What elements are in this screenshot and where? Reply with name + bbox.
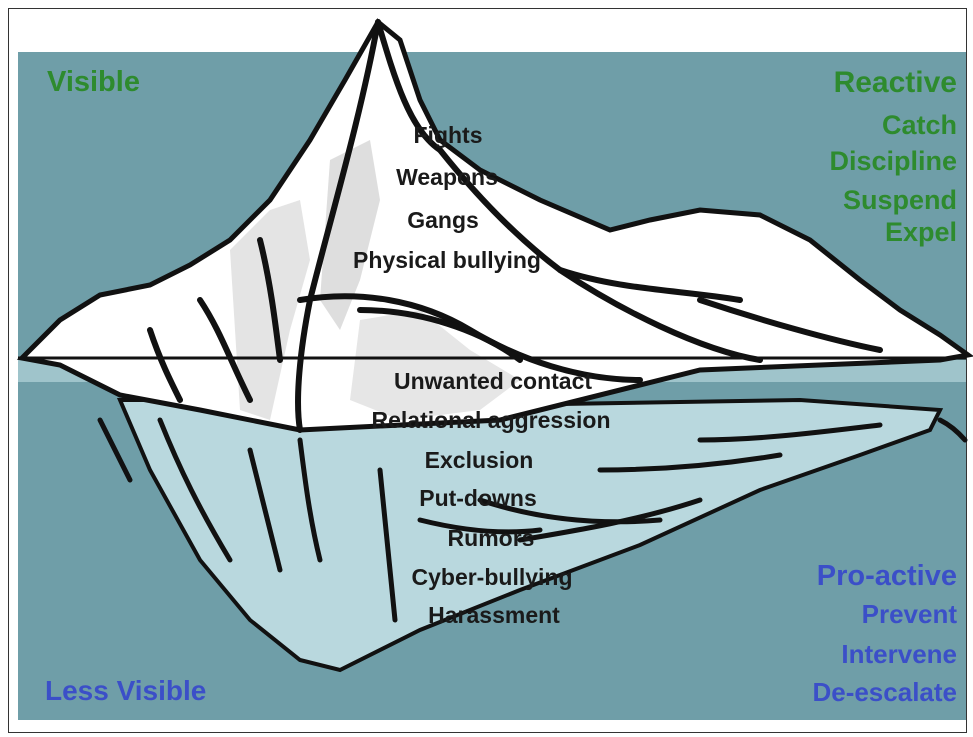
reactive-item-discipline: Discipline	[829, 146, 957, 176]
above-item-weapons: Weapons	[396, 164, 498, 190]
below-item-exclusion: Exclusion	[424, 447, 534, 473]
less-visible-label: Less Visible	[45, 675, 207, 706]
proactive-item-prevent: Prevent	[861, 599, 957, 629]
ice-shadow-right	[350, 310, 520, 420]
below-item-harassment: Harassment	[428, 602, 560, 628]
reactive-heading: Reactive	[833, 66, 957, 99]
reactive-item-catch: Catch	[881, 110, 957, 140]
above-item-fights: Fights	[413, 122, 483, 148]
below-item-put-downs: Put-downs	[419, 485, 537, 511]
proactive-heading: Pro-active	[816, 560, 957, 592]
proactive-item-intervene: Intervene	[841, 639, 957, 669]
ice-shadow-center	[320, 140, 380, 330]
proactive-item-deescalate: De-escalate	[812, 677, 957, 707]
ice-shadow-left	[230, 200, 310, 420]
below-item-unwanted-contact: Unwanted contact	[393, 368, 593, 394]
underwater-ridge-lines	[97, 417, 968, 623]
below-item-rumors: Rumors	[447, 525, 535, 551]
reactive-item-expel: Expel	[884, 217, 957, 247]
ice-ridge-lines	[147, 19, 883, 433]
visible-label: Visible	[47, 66, 140, 98]
iceberg-underwater	[116, 397, 944, 673]
above-item-physical-bullying: Physical bullying	[353, 247, 541, 273]
below-item-relational-aggression: Relational aggression	[371, 407, 611, 433]
below-item-cyber-bullying: Cyber-bullying	[411, 564, 573, 590]
above-item-gangs: Gangs	[407, 207, 479, 233]
reactive-item-suspend: Suspend	[842, 185, 957, 215]
